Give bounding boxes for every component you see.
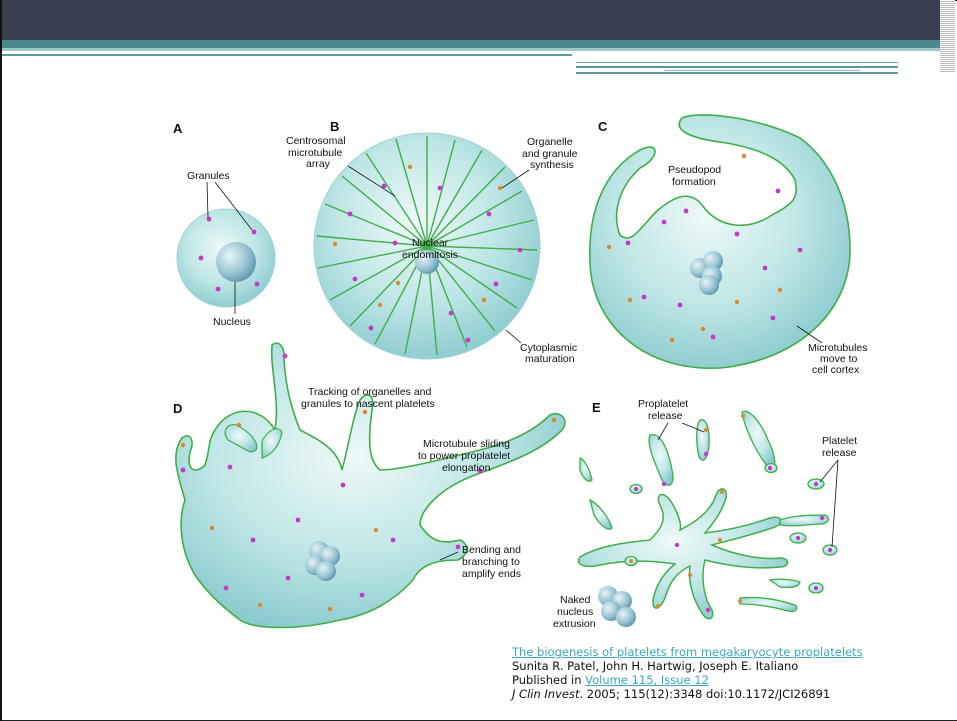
panel-label-c: C — [598, 119, 608, 134]
citation-published: Published in Volume 115, Issue 12 — [512, 673, 863, 687]
label-naked-1: Naked — [560, 594, 591, 606]
panel-label-d: D — [173, 401, 182, 416]
label-sliding-2: to power proplatelet — [418, 450, 510, 462]
label-centrosomal-1: Centrosomal — [286, 135, 346, 147]
label-microtubules-3: cell cortex — [812, 364, 860, 376]
label-sliding-1: Microtubule sliding — [423, 438, 510, 450]
label-granules: Granules — [187, 170, 230, 182]
citation-authors: Sunita R. Patel, John H. Hartwig, Joseph… — [512, 659, 863, 673]
label-tracking-1: Tracking of organelles and — [308, 386, 432, 398]
label-platelet-1: Platelet — [822, 435, 857, 447]
label-cyto-2: maturation — [525, 353, 575, 365]
panel-label-a: A — [173, 121, 183, 136]
label-centrosomal-3: array — [306, 158, 331, 170]
panel-label-e: E — [592, 400, 601, 415]
published-prefix: Published in — [512, 673, 585, 687]
panel-c — [590, 115, 850, 368]
label-naked-2: nucleus — [557, 606, 593, 618]
citation-title-link[interactable]: The biogenesis of platelets from megakar… — [512, 645, 863, 659]
nucleus-a — [216, 242, 256, 282]
journal-name: J Clin Invest — [512, 687, 579, 701]
label-organelle-3: synthesis — [530, 159, 574, 171]
panel-a — [177, 182, 275, 314]
label-nuclear-2: endomitosis — [402, 249, 458, 261]
label-naked-3: extrusion — [553, 618, 596, 630]
label-sliding-3: elongation — [442, 462, 491, 474]
label-bending-2: branching to — [462, 556, 520, 568]
label-platelet-2: release — [822, 447, 857, 459]
panel-e — [579, 411, 838, 627]
journal-details: . 2005; 115(12):3348 doi:10.1172/JCI2689… — [579, 687, 830, 701]
label-nuclear-1: Nuclear — [412, 237, 449, 249]
label-bending-1: Bending and — [462, 544, 521, 556]
panel-label-b: B — [330, 119, 339, 134]
volume-issue-link[interactable]: Volume 115, Issue 12 — [585, 673, 709, 687]
label-tracking-2: granules to nascent platelets — [301, 398, 435, 410]
label-proplatelet-2: release — [648, 410, 683, 422]
label-proplatelet-1: Proplatelet — [638, 398, 688, 410]
label-pseudopod-1: Pseudopod — [668, 164, 721, 176]
citation-journal-line: J Clin Invest. 2005; 115(12):3348 doi:10… — [512, 687, 863, 701]
label-pseudopod-2: formation — [672, 176, 716, 188]
label-bending-3: amplify ends — [462, 568, 521, 580]
label-nucleus: Nucleus — [213, 316, 251, 328]
label-organelle-1: Organelle — [527, 136, 573, 148]
citation-block: The biogenesis of platelets from megakar… — [512, 645, 863, 701]
